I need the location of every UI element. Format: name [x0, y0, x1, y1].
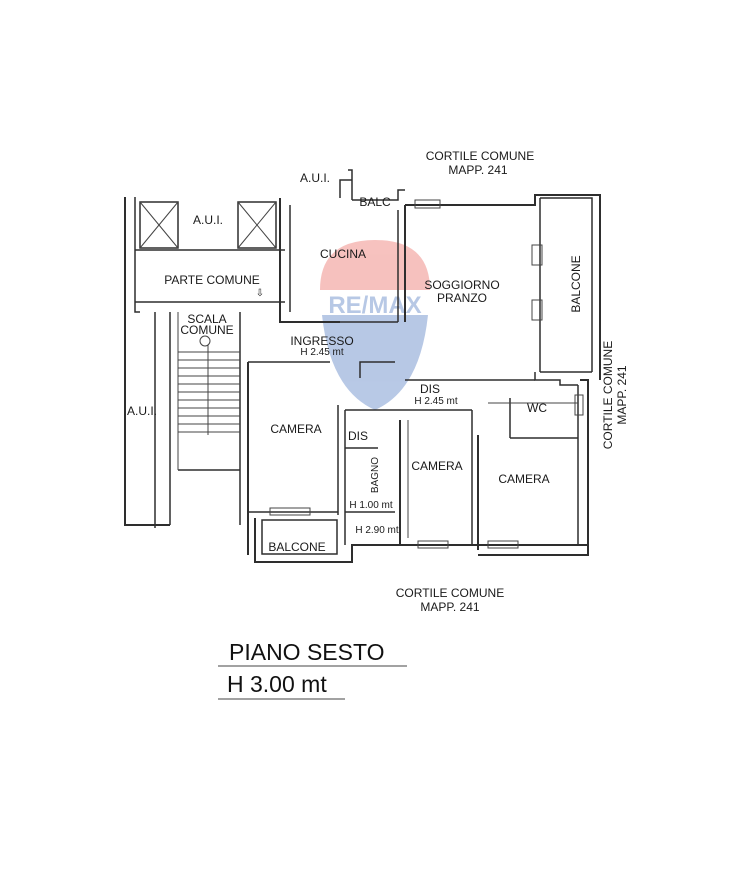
cucina-label: CUCINA — [320, 247, 366, 261]
stair-treads — [178, 345, 240, 435]
walls — [124, 169, 601, 563]
dis-small-label: DIS — [348, 429, 368, 443]
floor-name: PIANO SESTO — [229, 639, 385, 665]
arrow-down-icon: ⇩ — [256, 288, 264, 299]
balcone-bottom-label: BALCONE — [268, 540, 325, 554]
camera-mid-label: CAMERA — [411, 459, 462, 473]
parte-comune-label: PARTE COMUNE — [164, 273, 260, 287]
bagno-label: BAGNO — [370, 457, 381, 493]
pranzo-label: PRANZO — [437, 291, 487, 305]
aui-left-label: A.U.I. — [127, 404, 157, 418]
mapp-bottom-label: MAPP. 241 — [420, 600, 479, 614]
courtyard-right-label: CORTILE COMUNE — [601, 341, 615, 449]
courtyard-bottom-label: CORTILE COMUNE — [396, 586, 504, 600]
bagno-height-1: H 1.00 mt — [349, 500, 393, 511]
stair-marker-icon — [199, 335, 211, 347]
elevator-shafts — [139, 201, 277, 249]
soggiorno-label: SOGGIORNO — [424, 278, 499, 292]
ingresso-label: INGRESSO — [290, 334, 353, 348]
aui-left-top-label: A.U.I. — [193, 213, 223, 227]
floor-height: H 3.00 mt — [227, 671, 327, 697]
title-block: PIANO SESTO H 3.00 mt — [218, 639, 407, 700]
balcone-right-label: BALCONE — [569, 255, 583, 312]
balc-label: BALC — [359, 195, 391, 209]
comune-label: COMUNE — [180, 323, 233, 337]
bagno-height-2: H 2.90 mt — [355, 525, 399, 536]
courtyard-top-label: CORTILE COMUNE — [426, 149, 534, 163]
watermark-text: RE/MAX — [328, 292, 421, 319]
camera-left-label: CAMERA — [270, 422, 321, 436]
mapp-right-label: MAPP. 241 — [615, 365, 629, 424]
mapp-top-label: MAPP. 241 — [448, 163, 507, 177]
camera-right-label: CAMERA — [498, 472, 549, 486]
ingresso-height: H 2.45 mt — [300, 347, 344, 358]
dis-height: H 2.45 mt — [414, 396, 458, 407]
remax-watermark: RE/MAX — [320, 240, 430, 410]
balloon-top-red — [320, 240, 430, 290]
windows — [269, 199, 584, 549]
scala-label: SCALA — [187, 312, 226, 326]
aui-top-label: A.U.I. — [300, 171, 330, 185]
dis-label: DIS — [420, 382, 440, 396]
wc-label: WC — [527, 401, 547, 415]
